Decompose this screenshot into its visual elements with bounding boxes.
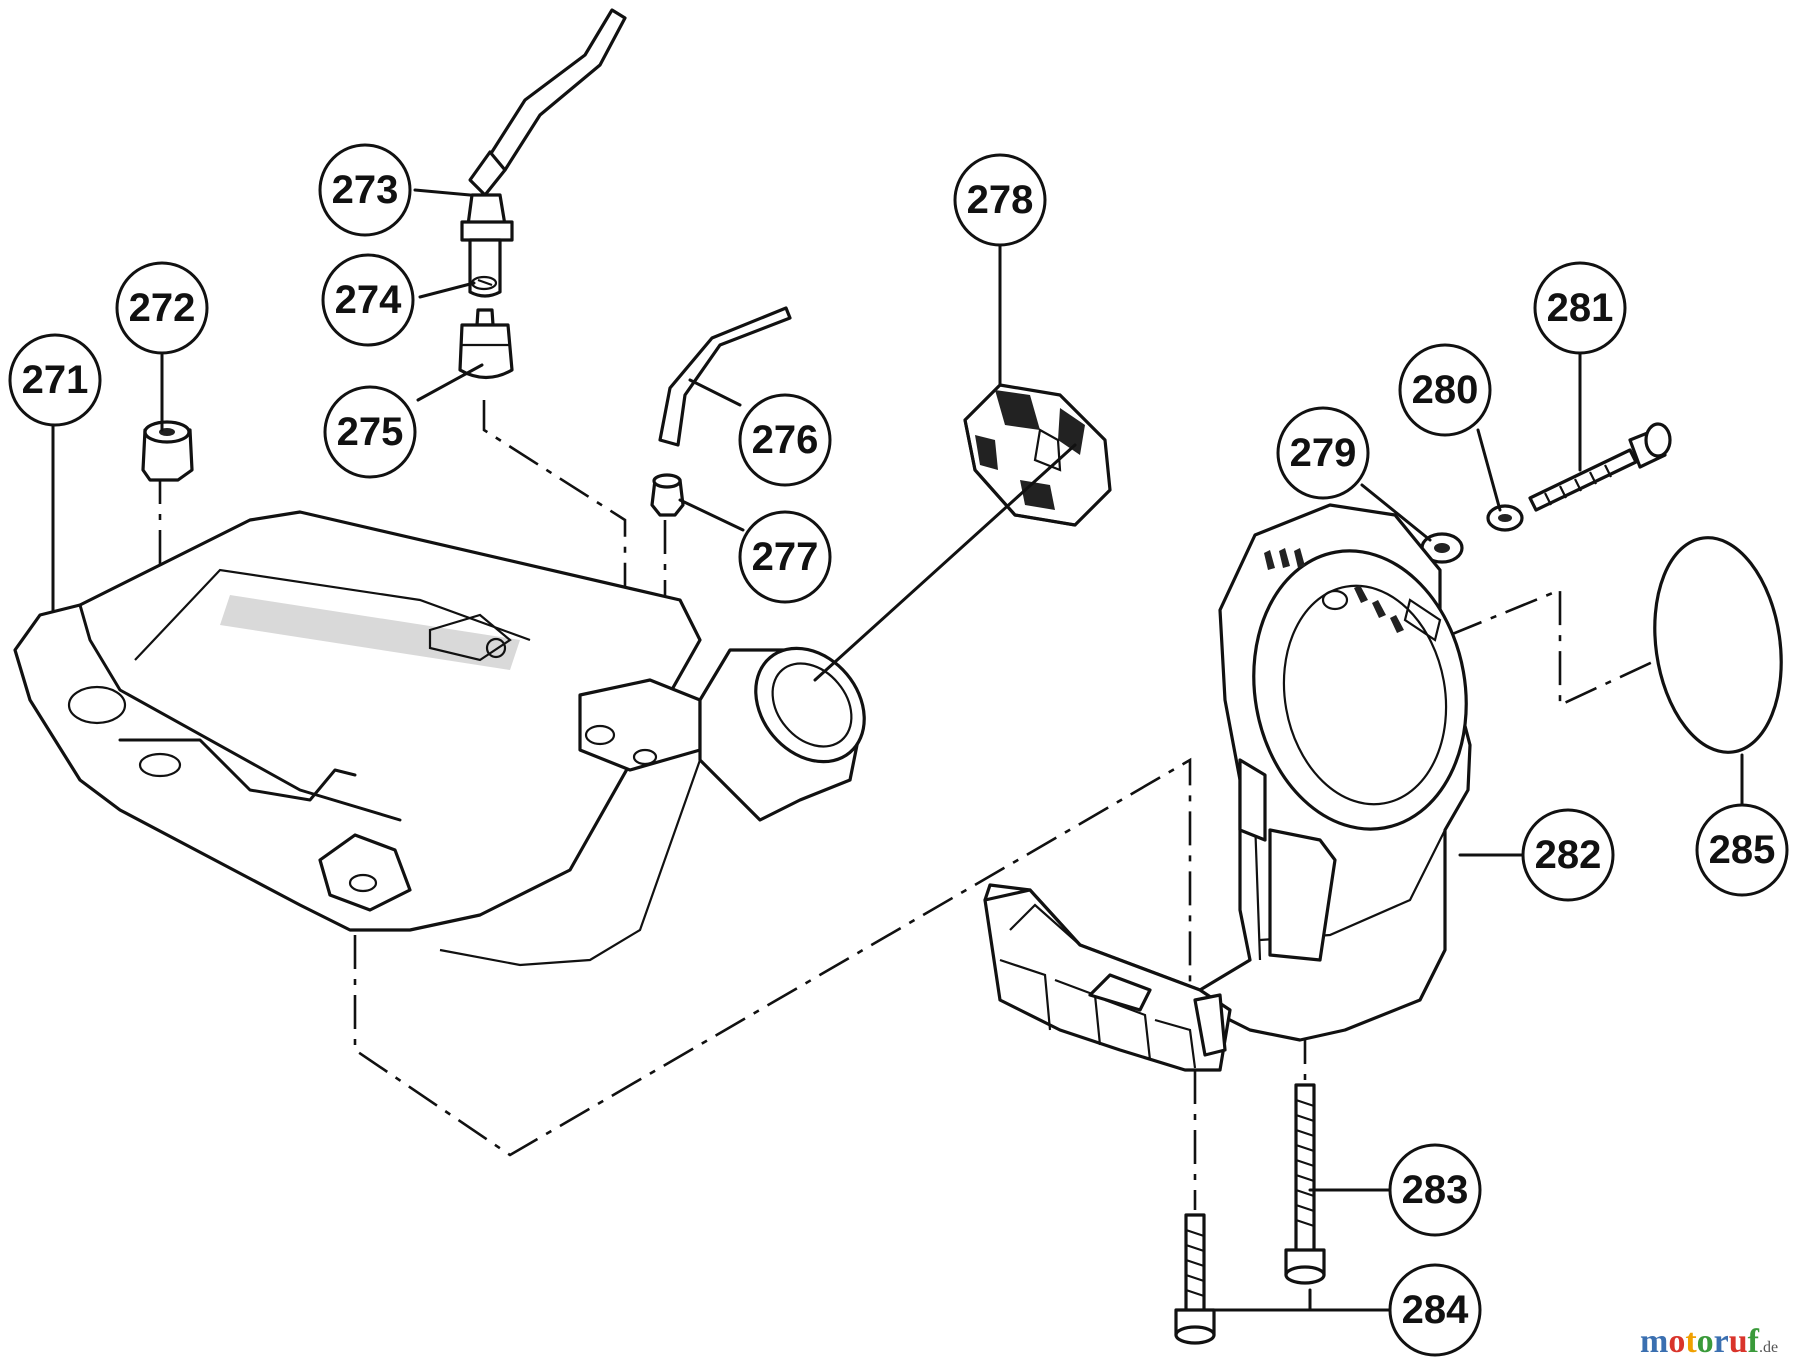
svg-text:285: 285	[1709, 828, 1776, 872]
vent-valve-277	[650, 473, 685, 517]
grommet-275	[458, 308, 514, 380]
vent-hose-276	[658, 306, 792, 447]
svg-text:283: 283	[1402, 1168, 1469, 1212]
bolt-281	[1528, 422, 1672, 512]
screw-283	[1284, 1083, 1326, 1285]
leader-lines	[51, 188, 1744, 1312]
svg-text:276: 276	[752, 418, 819, 462]
svg-text:280: 280	[1412, 368, 1479, 412]
callout-274: 274	[321, 253, 415, 347]
callout-275: 275	[323, 385, 417, 479]
svg-text:278: 278	[967, 178, 1034, 222]
svg-text:275: 275	[337, 410, 404, 454]
cover-ribs	[1264, 548, 1442, 642]
callout-283: 283	[1388, 1143, 1482, 1237]
svg-text:273: 273	[332, 168, 399, 212]
callout-273: 273	[318, 143, 412, 237]
callout-279: 279	[1276, 406, 1370, 500]
callouts: 271 272 273 274 275 276 277 278 279 280 …	[8, 143, 1789, 1357]
callout-277: 277	[738, 510, 832, 604]
grommet-272	[141, 420, 194, 482]
fuel-hose-top	[468, 8, 627, 197]
svg-text:284: 284	[1402, 1288, 1469, 1332]
fuel-tank	[13, 510, 866, 967]
fuel-filter-273	[460, 193, 514, 298]
washer-280	[1486, 504, 1524, 532]
callout-281: 281	[1533, 261, 1627, 355]
callout-272: 272	[115, 261, 209, 355]
svg-text:271: 271	[22, 358, 89, 402]
fuel-cap-278	[963, 383, 1112, 527]
svg-text:274: 274	[335, 278, 402, 322]
svg-text:272: 272	[129, 286, 196, 330]
svg-text:277: 277	[752, 535, 819, 579]
watermark-logo: motoruf.de	[1640, 1323, 1778, 1360]
callout-284: 284	[1388, 1263, 1482, 1357]
watermark-text: motoruf.de	[1640, 1323, 1778, 1360]
callout-276: 276	[738, 393, 832, 487]
screw-284	[1174, 1213, 1216, 1345]
callout-285: 285	[1695, 803, 1789, 897]
callout-280: 280	[1398, 343, 1492, 437]
callout-271: 271	[8, 333, 102, 427]
svg-text:282: 282	[1535, 833, 1602, 877]
callout-278: 278	[953, 153, 1047, 247]
callout-282: 282	[1521, 808, 1615, 902]
svg-text:279: 279	[1290, 431, 1357, 475]
cover-282	[983, 503, 1472, 1072]
gasket-285	[1653, 536, 1783, 754]
svg-text:281: 281	[1547, 286, 1614, 330]
